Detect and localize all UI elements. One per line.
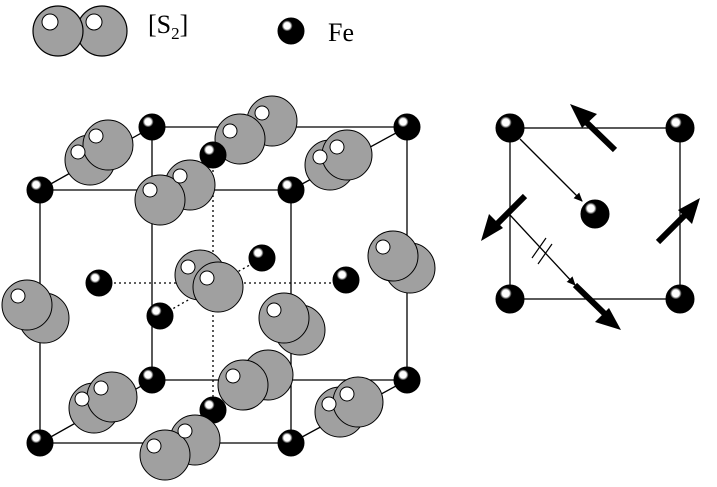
fe-atom: [85, 269, 113, 297]
atoms: [1, 95, 436, 481]
fe-atom: [146, 302, 174, 330]
thin-arrow: [519, 138, 583, 202]
legend-fe-label: Fe: [328, 18, 354, 47]
fe-atom: [665, 284, 695, 314]
s2-dimer: [314, 376, 384, 438]
spin-arrow-icon: [481, 193, 528, 241]
s2-dimer: [68, 371, 138, 434]
legend-fe-atom-icon: [277, 17, 305, 45]
fe-atom: [26, 176, 54, 204]
spin-arrow-icon: [655, 198, 700, 245]
s2-dimer: [258, 292, 326, 356]
s2-dimer: [304, 129, 373, 191]
legend-s2-subscript: 2: [171, 24, 180, 44]
legend-s2-text: [S: [148, 10, 172, 39]
inner-dotted-lines: [99, 155, 346, 410]
fe-atom: [495, 113, 525, 143]
s2-dimer: [217, 349, 294, 411]
s2-dimer: [134, 159, 216, 226]
legend-s2-close: ]: [179, 10, 189, 39]
fcc-face-schematic: [481, 104, 700, 330]
thin-arrow: [509, 214, 576, 286]
legend-s2-label: [S2]: [148, 10, 189, 44]
fe-atom: [26, 429, 54, 457]
s2-dimer: [214, 95, 298, 165]
fe-atom: [277, 176, 305, 204]
fe-atom: [138, 366, 166, 394]
fe-atom: [332, 266, 360, 294]
spin-arrow-icon: [570, 104, 618, 153]
s2-dimer: [64, 119, 134, 186]
fe-atom: [248, 244, 276, 272]
fe-atom: [665, 113, 695, 143]
s2-dimer: [1, 279, 70, 344]
fe-atom: [580, 199, 610, 229]
s2-dimer: [174, 249, 244, 313]
fe-atom: [495, 284, 525, 314]
fe-atom: [393, 113, 421, 141]
fe-atom: [138, 113, 166, 141]
spin-arrow-icon: [572, 282, 621, 330]
s2-dimer: [367, 230, 436, 294]
s2-dimer: [139, 414, 221, 481]
fe-atom: [393, 366, 421, 394]
parallel-tick-mark: [537, 243, 553, 265]
fe-atom: [277, 429, 305, 457]
parallel-tick-mark: [531, 237, 547, 259]
fe-atom: [199, 141, 227, 169]
legend-s2-dimer-icon: [32, 5, 128, 57]
legend: [32, 5, 305, 57]
